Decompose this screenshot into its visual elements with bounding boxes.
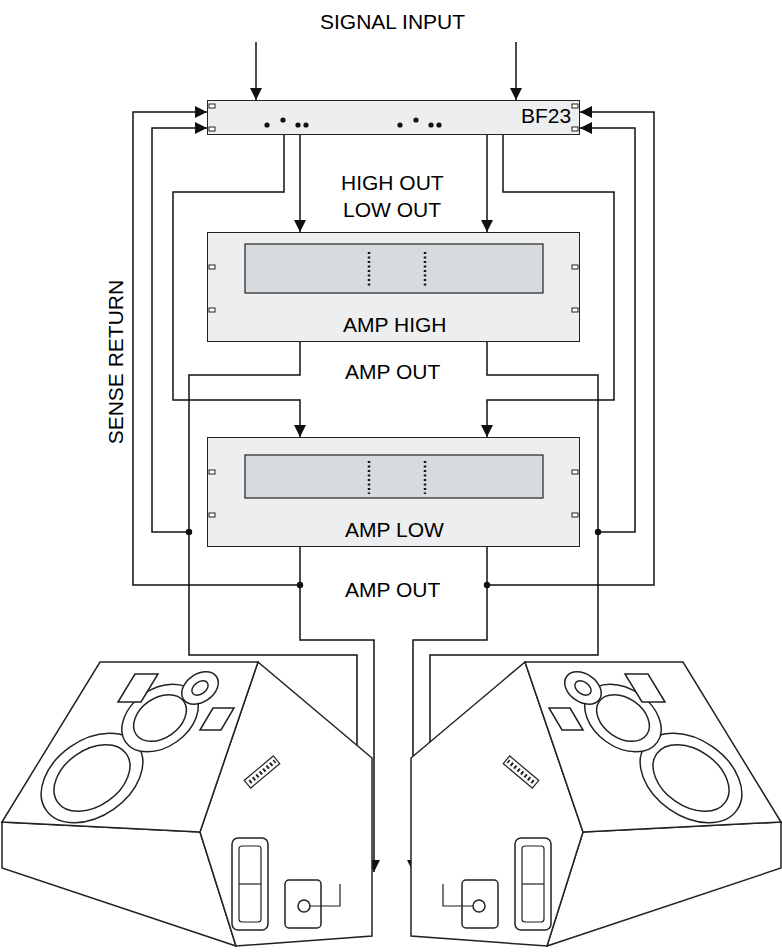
unit-label: BF23 [521,104,571,128]
signal-label: AMP OUT [345,578,440,602]
junction-dot [186,529,601,588]
amp-display-panel [245,244,543,498]
signal-label: HIGH OUT [341,171,444,195]
signal-label: AMP OUT [345,360,440,384]
input-wire [255,42,257,100]
rack-ears [209,104,578,517]
speaker-left [2,662,372,946]
unit-label: AMP LOW [345,518,444,542]
vertical-label: SENSE RETURN [104,280,128,445]
signal-label: LOW OUT [343,198,441,222]
signal-label: SIGNAL INPUT [320,10,465,34]
unit-label: AMP HIGH [343,313,446,337]
signal-wire [486,135,488,232]
rack-unit: BF23 [207,100,580,135]
front-panel-dots [264,117,441,127]
input-wire [515,42,517,100]
signal-wire [299,135,301,232]
speaker-right [411,662,781,946]
